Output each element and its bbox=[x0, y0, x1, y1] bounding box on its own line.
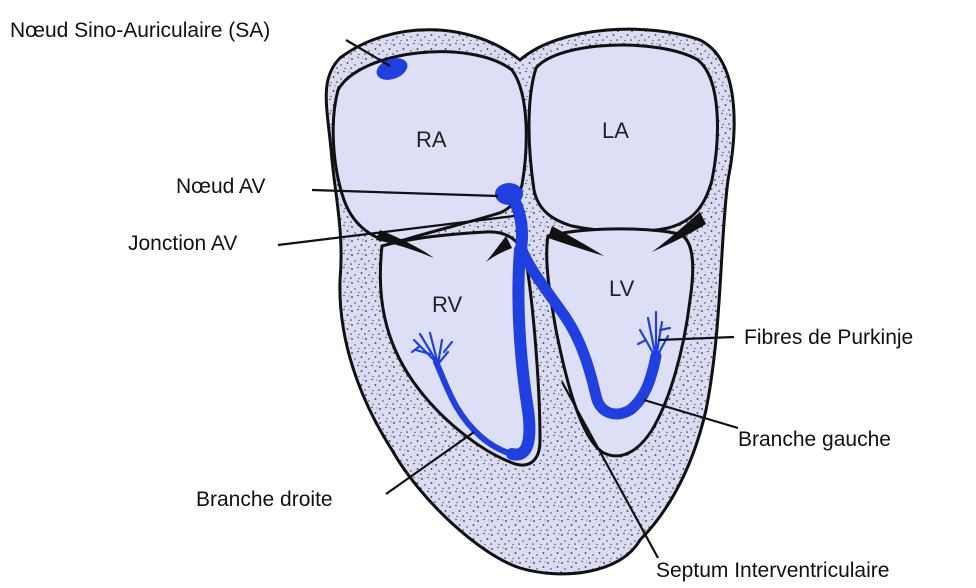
label-left-branch: Branche gauche bbox=[738, 429, 891, 450]
label-sa-node: Nœud Sino-Auriculaire (SA) bbox=[10, 20, 270, 41]
label-av-node: Nœud AV bbox=[176, 176, 265, 197]
label-purkinje-fibres: Fibres de Purkinje bbox=[744, 327, 913, 348]
chamber-label-la: LA bbox=[602, 120, 629, 142]
chamber-label-lv: LV bbox=[609, 278, 634, 300]
label-right-branch: Branche droite bbox=[196, 489, 333, 510]
label-septum: Septum Interventriculaire bbox=[656, 560, 889, 581]
chamber-label-ra: RA bbox=[416, 129, 447, 151]
chamber-label-rv: RV bbox=[432, 294, 462, 316]
label-av-junction: Jonction AV bbox=[128, 233, 237, 254]
